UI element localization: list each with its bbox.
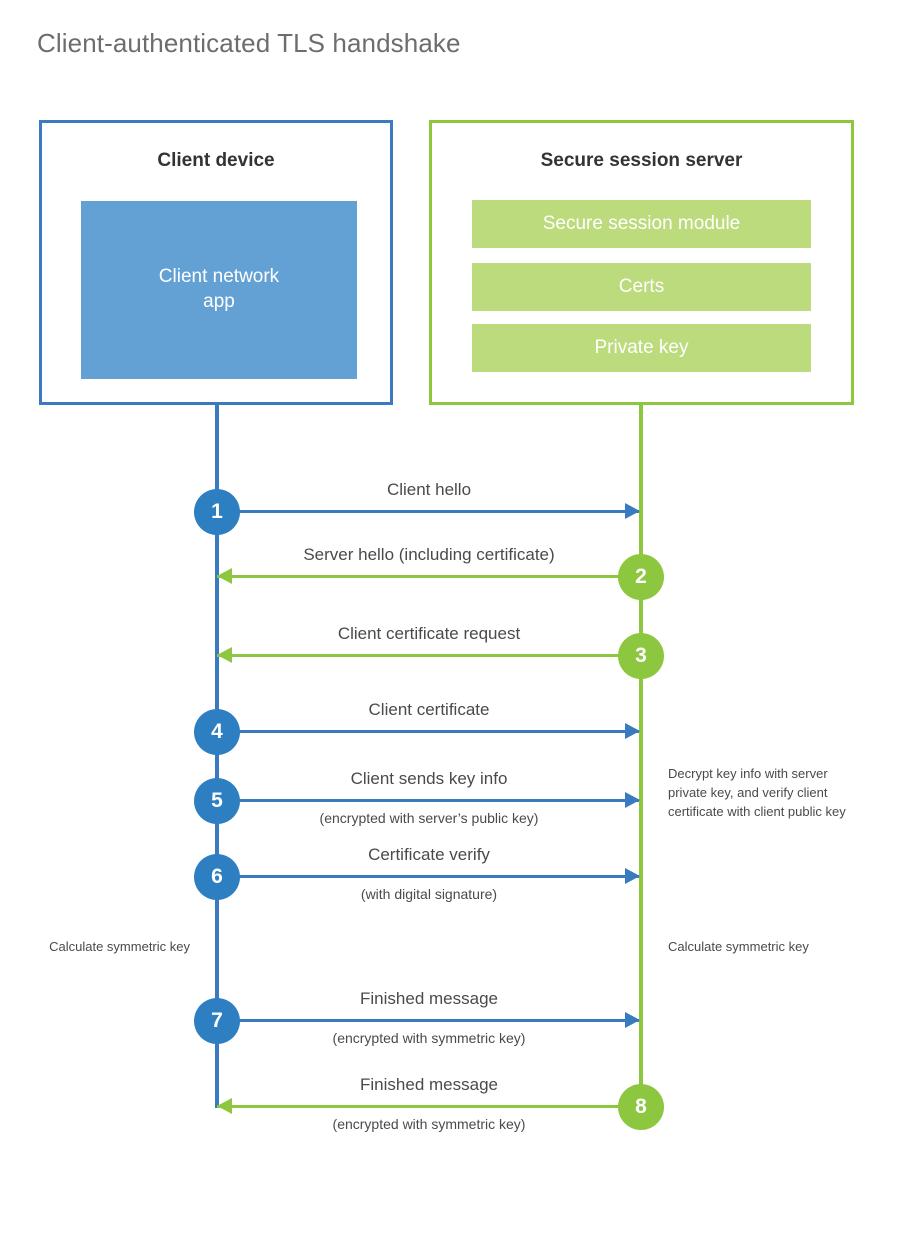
message-sublabel-5: (encrypted with server’s public key) <box>319 810 539 826</box>
message-sublabel-8: (encrypted with symmetric key) <box>332 1116 526 1132</box>
step-marker-2[interactable]: 2 <box>618 554 664 600</box>
client-device-box: Client device Client network app <box>39 120 393 405</box>
note-server-calculate-symmetric-key: Calculate symmetric key <box>668 939 809 954</box>
step-marker-3[interactable]: 3 <box>618 633 664 679</box>
message-arrowhead-icon-2 <box>217 568 232 584</box>
message-arrow-line-5 <box>217 799 639 802</box>
message-arrowhead-icon-5 <box>625 792 640 808</box>
message-arrow-line-8 <box>217 1105 641 1108</box>
step-marker-6[interactable]: 6 <box>194 854 240 900</box>
message-arrowhead-icon-7 <box>625 1012 640 1028</box>
message-arrow-line-3 <box>217 654 641 657</box>
message-arrow-line-7 <box>217 1019 639 1022</box>
message-label-6: Certificate verify <box>368 845 490 864</box>
message-arrowhead-icon-1 <box>625 503 640 519</box>
client-app-label-line1: Client network <box>158 266 280 288</box>
secure-session-server-box: Secure session server Secure session mod… <box>429 120 854 405</box>
client-lifeline <box>215 405 219 1108</box>
message-arrow-line-6 <box>217 875 639 878</box>
message-arrowhead-icon-6 <box>625 868 640 884</box>
message-arrowhead-icon-4 <box>625 723 640 739</box>
step-marker-1[interactable]: 1 <box>194 489 240 535</box>
client-network-app-block: Client network app <box>81 201 357 379</box>
server-component-secure-session-module: Secure session module <box>472 200 811 248</box>
message-arrowhead-icon-8 <box>217 1098 232 1114</box>
note-client-calculate-symmetric-key: Calculate symmetric key <box>49 939 190 954</box>
step-marker-4[interactable]: 4 <box>194 709 240 755</box>
client-app-label-line2: app <box>203 291 235 312</box>
message-label-4: Client certificate <box>368 700 490 719</box>
message-label-3: Client certificate request <box>337 624 521 643</box>
step-marker-8[interactable]: 8 <box>618 1084 664 1130</box>
message-label-1: Client hello <box>386 480 472 499</box>
secure-session-server-title: Secure session server <box>540 150 743 171</box>
step-marker-7[interactable]: 7 <box>194 998 240 1044</box>
server-component-private-key: Private key <box>472 324 811 372</box>
message-label-2: Server hello (including certificate) <box>303 545 555 564</box>
message-label-7: Finished message <box>360 989 498 1008</box>
message-arrow-line-4 <box>217 730 639 733</box>
message-sublabel-7: (encrypted with symmetric key) <box>332 1030 526 1046</box>
message-arrow-line-1 <box>217 510 639 513</box>
message-arrowhead-icon-3 <box>217 647 232 663</box>
server-lifeline <box>639 405 643 1105</box>
message-sublabel-6: (with digital signature) <box>360 886 498 902</box>
message-label-8: Finished message <box>360 1075 498 1094</box>
message-arrow-line-2 <box>217 575 641 578</box>
server-component-certs: Certs <box>472 263 811 311</box>
step-marker-5[interactable]: 5 <box>194 778 240 824</box>
client-device-title: Client device <box>157 150 275 171</box>
note-server-decrypt: Decrypt key info with server private key… <box>668 766 846 819</box>
message-label-5: Client sends key info <box>350 769 508 788</box>
client-network-app-label: Client network app <box>159 265 279 314</box>
page-title: Client-authenticated TLS handshake <box>37 28 461 58</box>
